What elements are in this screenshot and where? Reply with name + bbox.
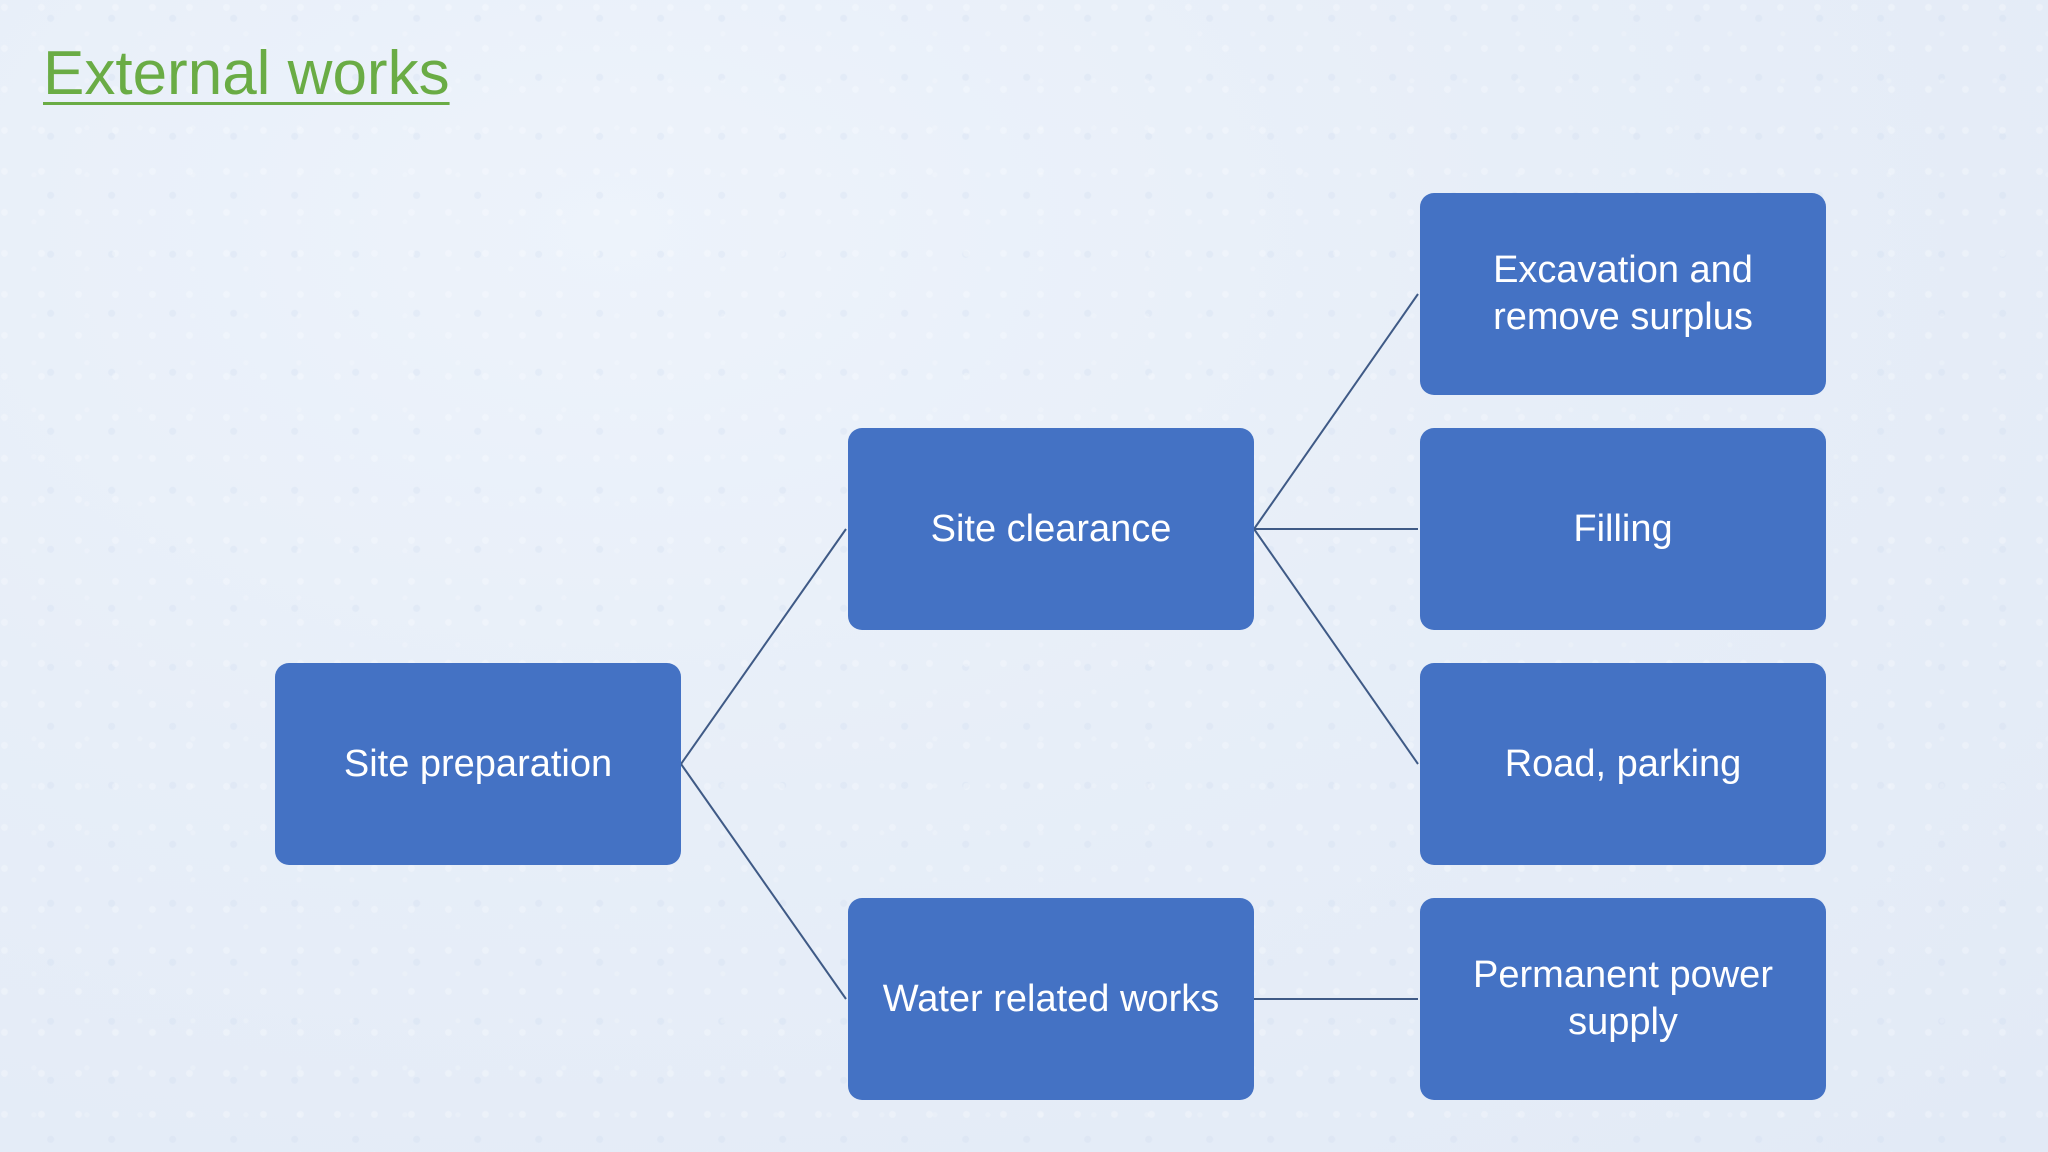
node-excavation-remove-surplus: Excavation and remove surplus <box>1420 193 1826 395</box>
edge-prep-to-clearance <box>680 528 847 765</box>
node-road-parking: Road, parking <box>1420 663 1826 865</box>
edge-clearance-to-road <box>1253 528 1419 765</box>
node-site-preparation: Site preparation <box>275 663 681 865</box>
edge-prep-to-water <box>680 763 847 1000</box>
slide-title: External works <box>43 39 450 108</box>
node-filling: Filling <box>1420 428 1826 630</box>
node-permanent-power-supply: Permanent power supply <box>1420 898 1826 1100</box>
node-site-clearance: Site clearance <box>848 428 1254 630</box>
edge-clearance-to-excavation <box>1253 293 1419 530</box>
node-water-related-works: Water related works <box>848 898 1254 1100</box>
